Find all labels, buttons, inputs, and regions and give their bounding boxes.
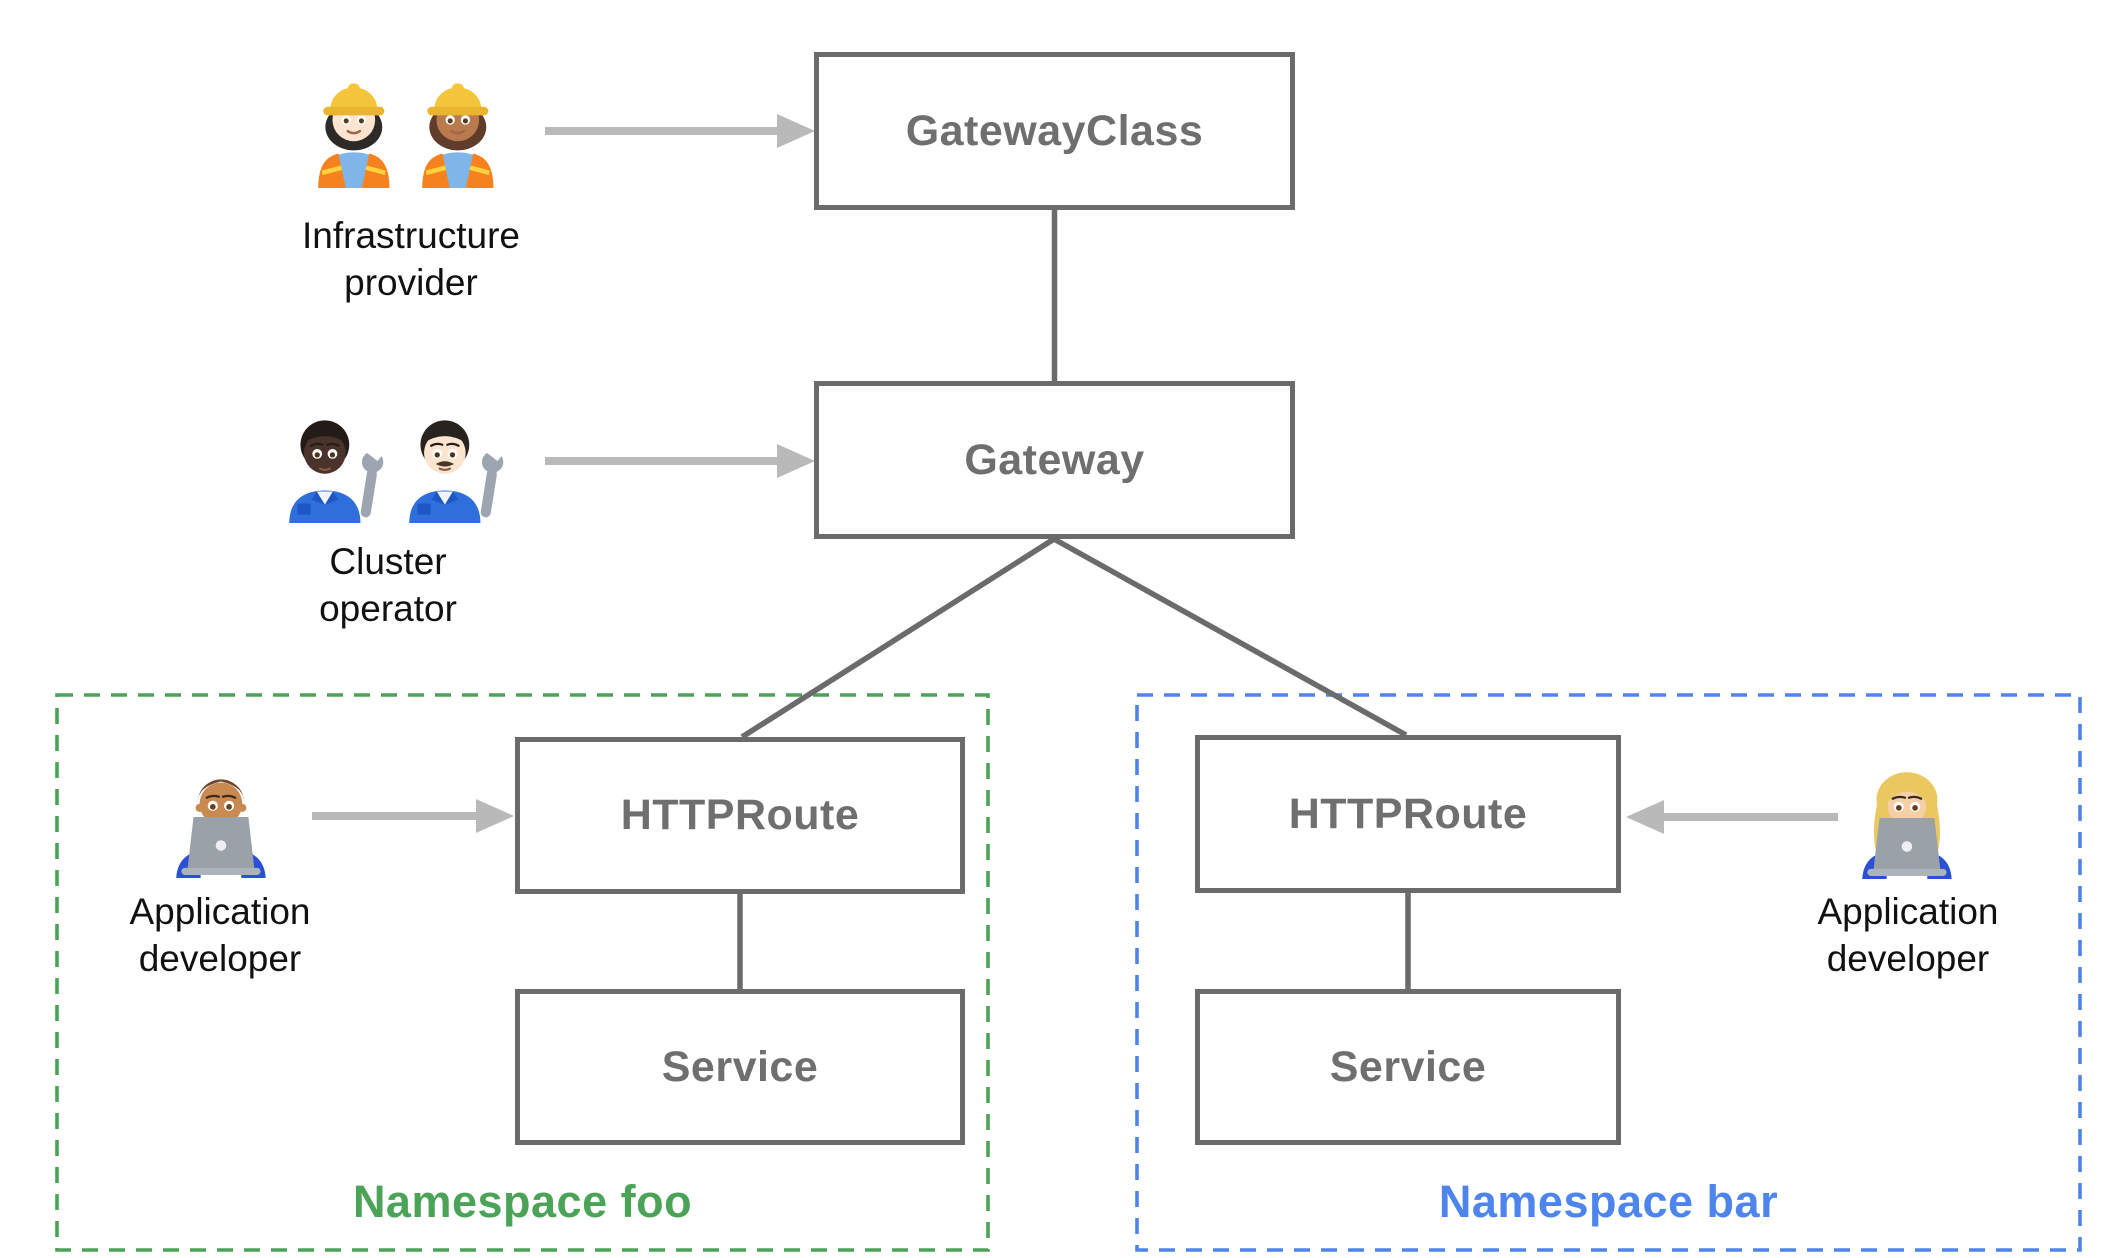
node-httproute-foo: HTTPRoute bbox=[515, 737, 965, 894]
namespace-bar-dashed-border bbox=[1135, 693, 2082, 1252]
actor-cluster-operator bbox=[272, 399, 510, 523]
actor-infrastructure-provider bbox=[303, 64, 508, 188]
gateway-httproute-bar-line bbox=[1052, 536, 1408, 738]
node-gatewayclass: GatewayClass bbox=[814, 52, 1295, 210]
construction-worker-icon bbox=[318, 83, 390, 188]
cluster-operator-arrow bbox=[545, 444, 815, 478]
node-service-bar-label: Service bbox=[1329, 1042, 1487, 1091]
woman-technologist-icon bbox=[1848, 755, 1966, 879]
node-httproute-foo-label: HTTPRoute bbox=[620, 791, 860, 839]
namespace-foo-dashed-border bbox=[55, 693, 990, 1252]
node-gatewayclass-label: GatewayClass bbox=[905, 106, 1204, 155]
cluster-operator-label: Cluster operator bbox=[319, 541, 457, 629]
developer-bar-arrow bbox=[1626, 800, 1838, 834]
mechanics-icon bbox=[272, 399, 510, 523]
node-gateway: Gateway bbox=[814, 381, 1295, 539]
woman-construction-workers-icon bbox=[303, 64, 508, 188]
node-gateway-label: Gateway bbox=[964, 435, 1145, 484]
technologist-icon bbox=[1862, 772, 1952, 879]
developer-foo-arrow bbox=[312, 799, 514, 833]
technologist-icon bbox=[176, 779, 266, 878]
application-developer-bar-label: Application developer bbox=[1817, 891, 1999, 979]
infrastructure-provider-arrow bbox=[545, 114, 815, 148]
node-service-foo-label: Service bbox=[661, 1042, 819, 1091]
namespace-foo-label: Namespace foo bbox=[352, 1176, 693, 1227]
construction-worker-icon bbox=[421, 83, 494, 188]
infrastructure-provider-label: Infrastructure provider bbox=[302, 215, 520, 303]
actor-application-developer-foo bbox=[162, 754, 280, 878]
application-developer-foo-label: Application developer bbox=[129, 891, 311, 979]
node-httproute-bar: HTTPRoute bbox=[1195, 735, 1621, 893]
node-service-bar: Service bbox=[1195, 989, 1621, 1145]
node-httproute-bar-label: HTTPRoute bbox=[1288, 789, 1528, 838]
man-technologist-icon bbox=[162, 754, 280, 878]
actor-application-developer-bar bbox=[1848, 755, 1966, 879]
node-service-foo: Service bbox=[515, 989, 965, 1145]
mechanic-icon bbox=[409, 420, 505, 523]
mechanic-icon bbox=[289, 420, 385, 523]
gateway-httproute-foo-line bbox=[740, 536, 1056, 740]
namespace-bar-label: Namespace bar bbox=[1438, 1176, 1779, 1227]
